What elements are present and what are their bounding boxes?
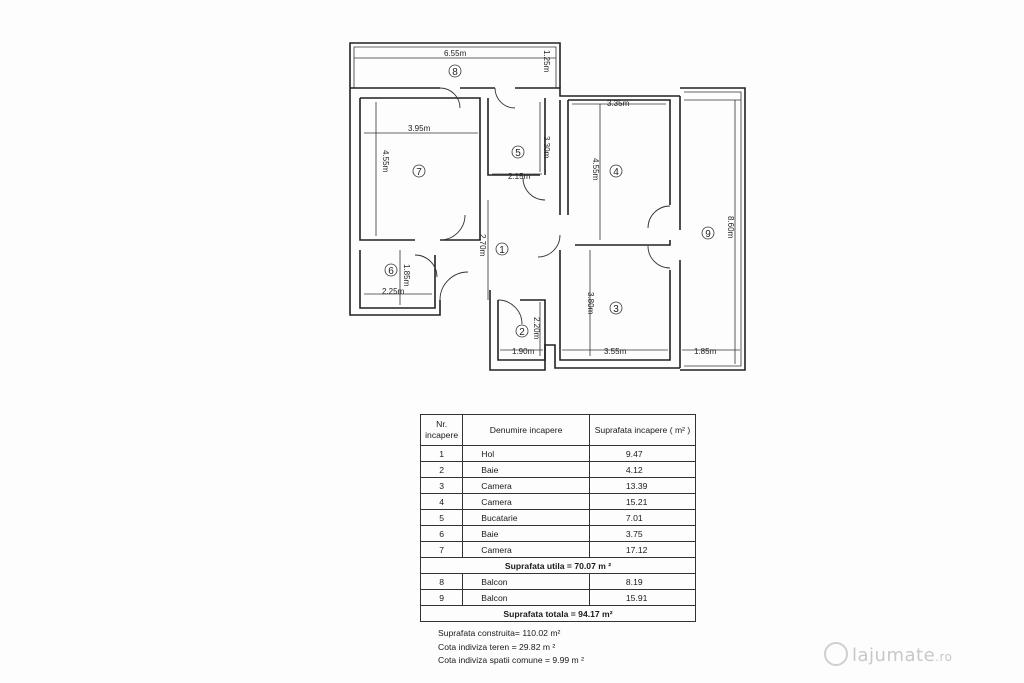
interior-walls xyxy=(359,97,671,361)
room-number-1: 1 xyxy=(499,245,505,256)
table-header-row: Nr. incapere Denumire incapere Suprafata… xyxy=(419,414,697,446)
row-area: 4.12 xyxy=(588,461,697,478)
dim-room6-depth: 1.85m xyxy=(402,264,411,287)
dim-room6-width: 2.25m xyxy=(382,287,405,296)
row-nr: 4 xyxy=(419,493,464,510)
area-table: Nr. incapere Denumire incapere Suprafata… xyxy=(419,414,697,622)
dim-balcony8-depth: 1.25m xyxy=(542,50,551,73)
row-name: Camera xyxy=(462,477,590,494)
table-row: 3 Camera 13.39 xyxy=(419,477,697,494)
dim-room4-width: 3.35m xyxy=(607,99,630,108)
dim-room7-width: 3.95m xyxy=(408,124,431,133)
note-built-area: Suprafata construita= 110.02 m² xyxy=(438,628,561,638)
row-area: 9.47 xyxy=(588,445,697,462)
row-name: Baie xyxy=(462,461,590,478)
header-area: Suprafata incapere ( m² ) xyxy=(588,414,697,446)
dim-room3-width: 3.55m xyxy=(604,347,627,356)
table-row: 6 Baie 3.75 xyxy=(419,525,697,542)
total-text: Suprafata totala = 94.17 m² xyxy=(420,605,696,622)
row-area: 8.19 xyxy=(588,573,697,590)
table-row: 8 Balcon 8.19 xyxy=(419,573,697,590)
dim-balcony9-width: 1.85m xyxy=(694,347,717,356)
row-nr: 7 xyxy=(419,541,464,558)
table-row: 2 Baie 4.12 xyxy=(419,461,697,478)
room-number-4: 4 xyxy=(613,167,619,178)
row-area: 7.01 xyxy=(588,509,697,526)
row-name: Baie xyxy=(462,525,590,542)
room-number-2: 2 xyxy=(519,327,525,338)
doors xyxy=(414,87,671,325)
row-nr: 2 xyxy=(419,461,464,478)
row-area: 3.75 xyxy=(588,525,697,542)
room-number-7: 7 xyxy=(416,167,422,178)
watermark-brand: lajumate xyxy=(852,645,936,666)
subtotal-text: Suprafata utila = 70.07 m ² xyxy=(420,557,696,574)
row-area: 13.39 xyxy=(588,477,697,494)
table-row: 1 Hol 9.47 xyxy=(419,445,697,462)
room-number-8: 8 xyxy=(452,67,458,78)
row-nr: 9 xyxy=(419,589,464,606)
dim-hall-length: 2.70m xyxy=(478,234,487,257)
dim-room5-width: 2.15m xyxy=(508,172,531,181)
dimension-lines xyxy=(354,57,740,364)
row-nr: 8 xyxy=(419,573,464,590)
brand-logo-icon xyxy=(824,642,848,666)
room-number-6: 6 xyxy=(388,266,394,277)
note-common-share: Cota indiviza spatii comune = 9.99 m ² xyxy=(438,655,584,665)
dim-room7-depth: 4.55m xyxy=(381,150,390,173)
row-nr: 3 xyxy=(419,477,464,494)
room-number-9: 9 xyxy=(705,229,711,240)
row-name: Balcon xyxy=(462,573,590,590)
row-area: 15.21 xyxy=(588,493,697,510)
table-row: 5 Bucatarie 7.01 xyxy=(419,509,697,526)
row-name: Hol xyxy=(462,445,590,462)
balcony-8 xyxy=(349,42,561,88)
table-row: 4 Camera 15.21 xyxy=(419,493,697,510)
dim-balcony9-length: 8.60m xyxy=(726,216,735,239)
dim-room2-width: 1.90m xyxy=(512,347,535,356)
note-land-share: Cota indiviza teren = 29.82 m ² xyxy=(438,642,556,652)
dim-room5-depth: 3.30m xyxy=(542,136,551,159)
room-number-5: 5 xyxy=(515,148,521,159)
watermark-tld: .ro xyxy=(935,650,953,664)
row-name: Balcon xyxy=(462,589,590,606)
row-name: Camera xyxy=(462,493,590,510)
row-area: 17.12 xyxy=(588,541,697,558)
dim-room4-depth: 4.55m xyxy=(591,158,600,181)
dim-room2-depth: 2.20m xyxy=(532,317,541,340)
watermark: lajumate.ro xyxy=(824,642,953,668)
row-area: 15.91 xyxy=(588,589,697,606)
dim-balcony8-width: 6.55m xyxy=(444,49,467,58)
total-row: Suprafata totala = 94.17 m² xyxy=(420,605,696,622)
row-name: Camera xyxy=(462,541,590,558)
exterior-walls xyxy=(349,87,681,371)
floor-plan: 6.55m 1.25m 3.95m 4.55m 3.30m 2.15m 3.35… xyxy=(349,42,746,371)
table-row: 9 Balcon 15.91 xyxy=(419,589,697,606)
row-name: Bucatarie xyxy=(462,509,590,526)
room-number-3: 3 xyxy=(613,304,619,315)
row-nr: 6 xyxy=(419,525,464,542)
table-row: 7 Camera 17.12 xyxy=(419,541,697,558)
header-nr: Nr. incapere xyxy=(419,414,464,446)
row-nr: 1 xyxy=(419,445,464,462)
row-nr: 5 xyxy=(419,509,464,526)
subtotal-row: Suprafata utila = 70.07 m ² xyxy=(420,557,696,574)
dim-room3-depth: 3.80m xyxy=(586,292,595,315)
room-markers xyxy=(384,64,715,338)
header-name: Denumire incapere xyxy=(462,414,590,446)
balcony-9 xyxy=(680,87,746,371)
